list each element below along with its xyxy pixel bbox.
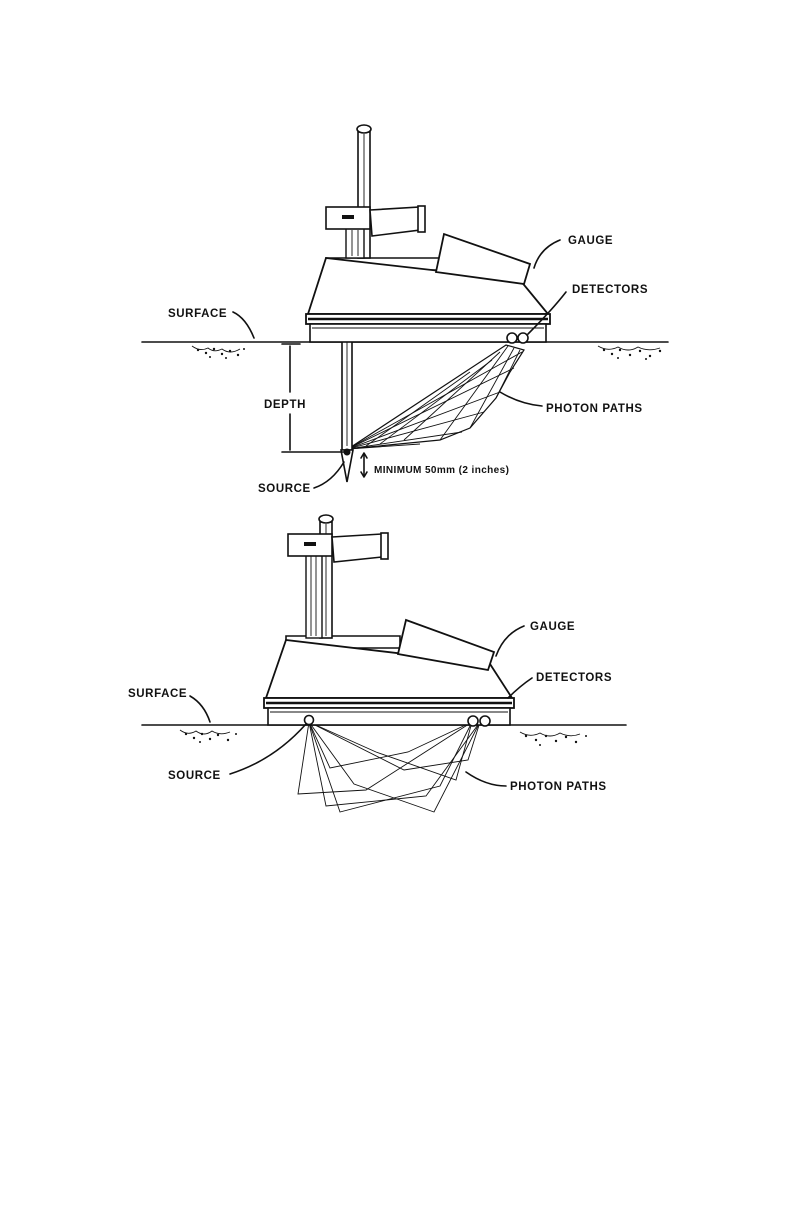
bottom-source-point <box>305 716 314 725</box>
bottom-surface-leader <box>190 696 210 722</box>
top-soil-right <box>598 346 661 360</box>
bottom-gauge-body <box>264 620 514 725</box>
bottom-source-leader <box>230 724 306 774</box>
bottom-detector-1 <box>468 716 478 726</box>
bottom-surface-label: SURFACE <box>128 688 187 700</box>
top-gauge-leader <box>534 240 560 268</box>
top-depth-label: DEPTH <box>264 399 306 411</box>
bottom-soil-left <box>180 730 237 743</box>
top-minimum-label: MINIMUM 50mm (2 inches) <box>374 465 509 476</box>
top-detector-1 <box>507 333 517 343</box>
top-photon-paths-label: PHOTON PATHS <box>546 403 643 415</box>
bottom-soil-right <box>520 732 587 746</box>
bottom-photon-paths-label: PHOTON PATHS <box>510 781 607 793</box>
bottom-figure: GAUGE DETECTORS SURFACE SOURCE PHOTON PA… <box>128 515 626 812</box>
bottom-photon-paths <box>298 722 480 812</box>
bottom-gauge-leader <box>496 626 524 656</box>
top-gauge-label: GAUGE <box>568 235 613 247</box>
bottom-gauge-label: GAUGE <box>530 621 575 633</box>
top-photon-paths <box>348 345 524 449</box>
top-depth-dimension <box>282 344 344 452</box>
top-gauge-body <box>306 234 550 342</box>
top-handle <box>326 125 425 258</box>
bottom-detectors-label: DETECTORS <box>536 672 612 684</box>
top-source-leader <box>314 462 344 488</box>
top-minimum-arrows <box>361 453 367 477</box>
bottom-photon-leader <box>466 772 506 786</box>
top-figure: GAUGE DETECTORS SURFACE DEPTH PHOTON PAT… <box>142 125 668 495</box>
bottom-source-label: SOURCE <box>168 770 221 782</box>
top-surface-label: SURFACE <box>168 308 227 320</box>
top-surface-leader <box>233 312 254 338</box>
bottom-detector-2 <box>480 716 490 726</box>
top-source-label: SOURCE <box>258 483 311 495</box>
top-source-rod <box>341 322 353 482</box>
top-detectors-label: DETECTORS <box>572 284 648 296</box>
top-soil-left <box>192 346 245 359</box>
bottom-detectors-leader <box>508 678 532 698</box>
top-detector-2 <box>518 333 528 343</box>
top-photon-leader <box>500 392 542 406</box>
bottom-handle <box>288 515 388 638</box>
